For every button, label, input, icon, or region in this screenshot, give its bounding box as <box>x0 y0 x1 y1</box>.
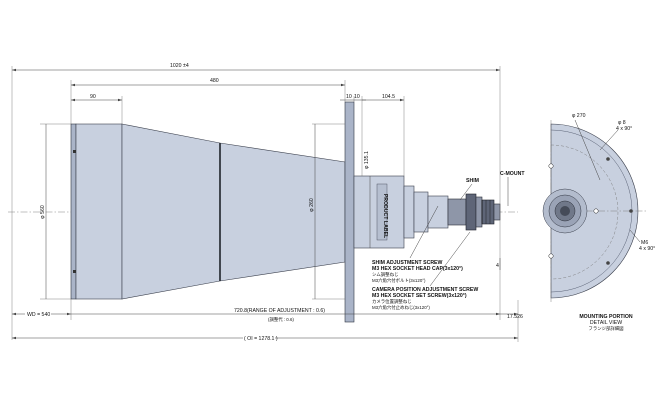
svg-text:CAMERA POSITION ADJUSTMENT SCR: CAMERA POSITION ADJUSTMENT SCREW <box>372 287 478 293</box>
front-hood <box>75 123 123 300</box>
c-mount-thread <box>481 199 495 225</box>
tap-hole-3 <box>606 261 610 265</box>
detail-title: MOUNTING PORTION <box>579 314 633 320</box>
dimension-lines: 1020 ±4 480 90 10 10 104.5 φ 135.1 φ 260… <box>11 63 523 342</box>
svg-text:M3六角穴付ボルト(3x120°): M3六角穴付ボルト(3x120°) <box>372 277 426 284</box>
svg-text:M3六角穴付止めねじ(3x120°): M3六角穴付止めねじ(3x120°) <box>372 304 430 311</box>
c-mount-end <box>493 203 501 221</box>
range-label: 720.8(RANGE OF ADJUSTMENT : 0.6) <box>234 308 325 314</box>
mount-hole-1 <box>593 208 599 214</box>
product-label-text: PRODUCT LABEL <box>382 194 388 239</box>
adapter-ring-3 <box>427 195 449 229</box>
mount-hole-3 <box>548 253 554 259</box>
mount-hole-2 <box>548 163 554 169</box>
svg-text:カメラ位置調整ねじ: カメラ位置調整ねじ <box>372 298 412 305</box>
camera-adapter-ring <box>475 196 483 228</box>
tap-count-label: 4 x 90° <box>639 246 655 252</box>
shim-label: SHIM <box>466 178 479 184</box>
hole-count-label: 4 x 90° <box>616 126 632 132</box>
tap-size-label: M6 <box>641 240 648 246</box>
range-sub-label: (調整代 : 0.6) <box>268 316 294 323</box>
tap-hole-1 <box>629 209 633 213</box>
lens-assembly: PRODUCT LABEL <box>70 101 501 323</box>
oi-label-box <box>243 334 275 341</box>
detail-subtitle-jp: フランジ部詳細図 <box>588 325 624 332</box>
back-focus-label: 17.526 <box>507 314 523 320</box>
svg-text:SHIM ADJUSTMENT SCREW: SHIM ADJUSTMENT SCREW <box>372 260 443 266</box>
hole-size-label: φ 8 <box>618 120 626 126</box>
svg-text:M3 HEX SOCKET SET SCREW(3x120°: M3 HEX SOCKET SET SCREW(3x120°) <box>372 293 467 299</box>
flange-b-label: 10 <box>354 94 360 100</box>
bezel-bolt-top <box>73 150 76 153</box>
hood-diameter-label: φ 260 <box>309 198 315 212</box>
camera-adapter <box>465 193 477 231</box>
shim-screw-callout: SHIM ADJUSTMENT SCREW M3 HEX SOCKET HEAD… <box>372 260 463 284</box>
svg-text:M3 HEX SOCKET HEAD CAP(3x120°): M3 HEX SOCKET HEAD CAP(3x120°) <box>372 266 463 272</box>
bezel-bolt-bottom <box>73 270 76 273</box>
overall-length-label: 1020 ±4 <box>170 63 189 69</box>
tap-hole-2 <box>606 157 610 161</box>
svg-text:シム調整ねじ: シム調整ねじ <box>372 271 398 278</box>
flange-diameter-label: φ 135.1 <box>364 151 370 169</box>
shim-ring <box>447 198 467 226</box>
adapter-ring-2 <box>413 191 429 233</box>
hood-length-label: 90 <box>90 94 96 100</box>
adapter-ring-1 <box>403 185 415 239</box>
callouts: SHIM C-MOUNT SHIM ADJUSTMENT SCREW M3 HE… <box>372 171 525 311</box>
detail-subtitle: DETAIL VIEW <box>590 320 622 326</box>
wd-label: WD = 540 <box>27 312 50 318</box>
height-mark-label: 4 <box>496 263 499 269</box>
oi-label: ( OI = 1278.1 ) <box>244 336 278 342</box>
camera-screw-callout: CAMERA POSITION ADJUSTMENT SCREW M3 HEX … <box>372 287 478 311</box>
product-label-area <box>376 183 388 241</box>
front-diameter-label: φ 560 <box>40 205 46 219</box>
mounting-detail-view: φ 270 φ 8 4 x 90° M6 4 x 90° MOUNTING PO… <box>542 113 655 332</box>
c-mount-label: C-MOUNT <box>500 171 525 177</box>
adapter-length-label: 104.5 <box>382 94 395 100</box>
mounting-flange <box>344 101 355 323</box>
body-length-label: 480 <box>210 78 219 84</box>
pcd-label: φ 270 <box>572 113 586 119</box>
flange-a-label: 10 <box>346 94 352 100</box>
wd-label-box <box>25 310 51 317</box>
